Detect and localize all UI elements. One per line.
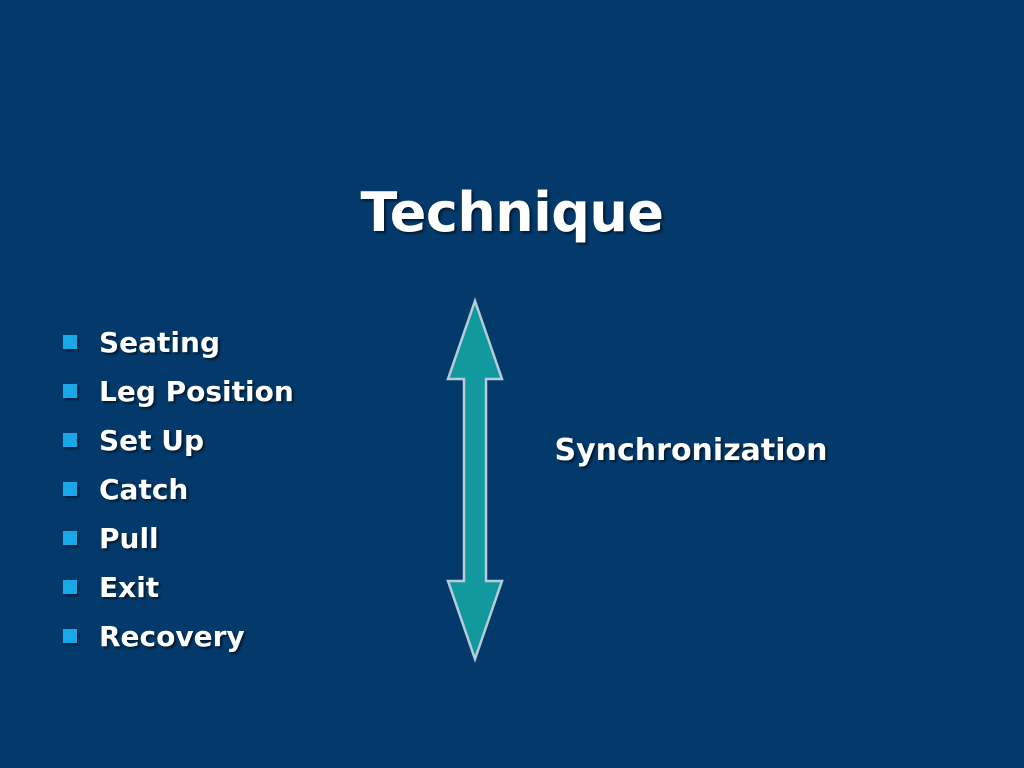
double-headed-vertical-arrow-icon: [446, 297, 504, 663]
technique-bullet-list: Seating Leg Position Set Up Catch Pull E…: [62, 318, 442, 661]
list-item[interactable]: Recovery: [62, 612, 442, 661]
list-item-label: Exit: [99, 571, 160, 604]
list-item-label: Pull: [99, 522, 159, 555]
square-bullet-icon: [63, 335, 77, 349]
synchronization-label: Synchronization: [554, 433, 828, 468]
list-item[interactable]: Set Up: [62, 416, 442, 465]
list-item-label: Seating: [99, 326, 221, 359]
square-bullet-icon: [63, 384, 77, 398]
square-bullet-icon: [63, 580, 77, 594]
list-item[interactable]: Catch: [62, 465, 442, 514]
list-item[interactable]: Seating: [62, 318, 442, 367]
list-item[interactable]: Pull: [62, 514, 442, 563]
square-bullet-icon: [63, 531, 77, 545]
page-title: Technique: [360, 181, 664, 244]
list-item-label: Leg Position: [99, 375, 294, 408]
list-item[interactable]: Leg Position: [62, 367, 442, 416]
list-item-label: Recovery: [99, 620, 245, 653]
square-bullet-icon: [63, 629, 77, 643]
list-item[interactable]: Exit: [62, 563, 442, 612]
square-bullet-icon: [63, 482, 77, 496]
list-item-label: Set Up: [99, 424, 205, 457]
square-bullet-icon: [63, 433, 77, 447]
synchronization-arrow: [444, 297, 506, 663]
list-item-label: Catch: [99, 473, 189, 506]
